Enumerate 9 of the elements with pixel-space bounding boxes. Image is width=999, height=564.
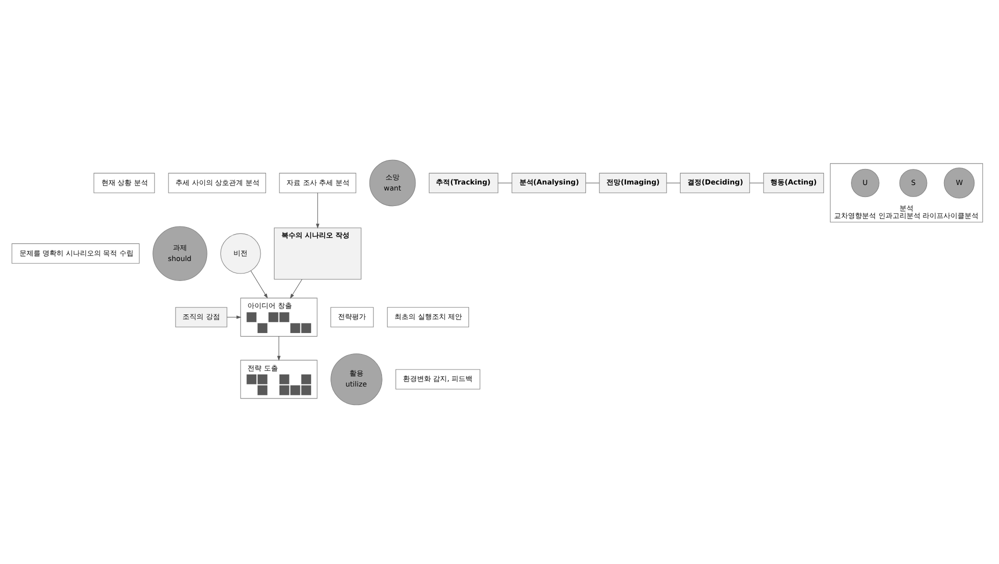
arrow xyxy=(250,270,268,299)
connector xyxy=(498,182,512,184)
arrow xyxy=(316,192,320,229)
arrow xyxy=(226,315,242,319)
connector xyxy=(666,182,680,184)
connector xyxy=(749,182,764,184)
arrow xyxy=(290,279,302,299)
arrow xyxy=(277,336,281,361)
connector xyxy=(586,182,600,184)
